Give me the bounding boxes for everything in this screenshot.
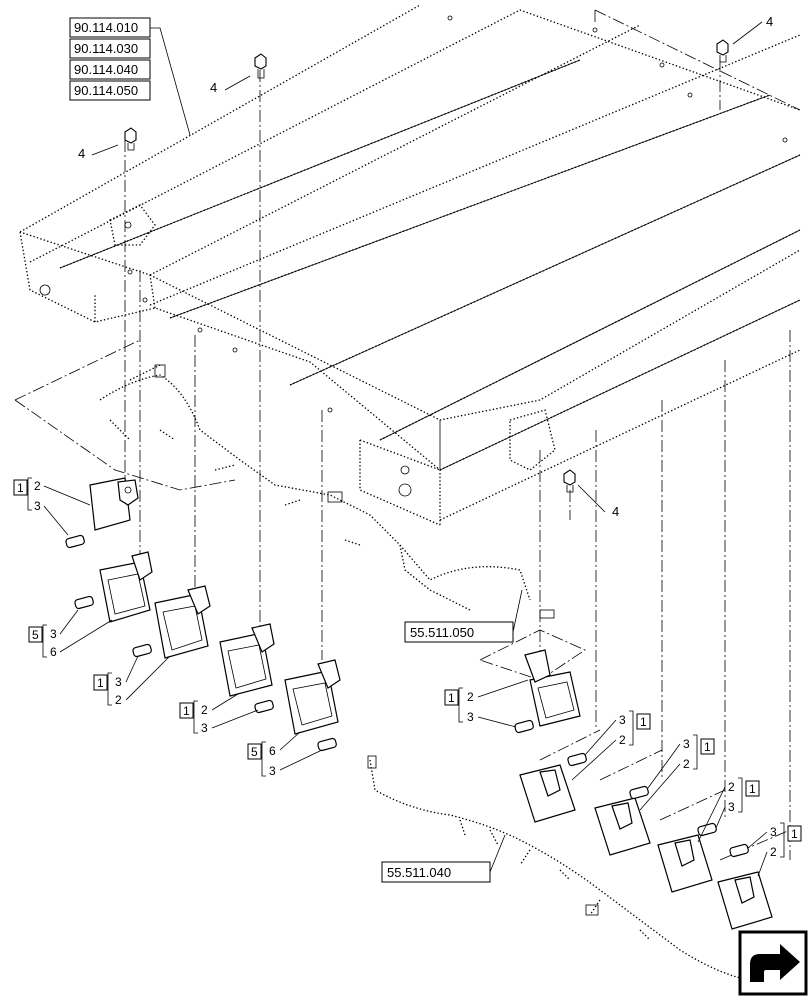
group-6-item-b: 3 bbox=[467, 710, 474, 724]
lamp-right-4 bbox=[657, 822, 717, 893]
callout-group-9: 2 3 1 bbox=[697, 777, 760, 843]
frame-ref-2: 90.114.030 bbox=[74, 41, 138, 56]
group-8-item-a: 3 bbox=[683, 737, 690, 751]
callout-bolt-c: 4 bbox=[766, 14, 773, 29]
group-3-box: 1 bbox=[97, 676, 104, 690]
callout-group-6: 1 2 3 bbox=[444, 679, 529, 728]
callout-group-8: 3 2 1 bbox=[639, 734, 715, 811]
group-5-item-a: 6 bbox=[269, 744, 276, 758]
bolt-c: 4 bbox=[716, 14, 773, 63]
callout-bolt-d: 4 bbox=[612, 504, 619, 519]
group-10-item-b: 2 bbox=[770, 845, 777, 859]
group-2-item-b: 6 bbox=[50, 645, 57, 659]
callout-group-3: 1 3 2 bbox=[93, 655, 171, 707]
harness-lower-label: 55.511.040 bbox=[387, 865, 451, 880]
alignment-lines bbox=[14, 9, 801, 861]
group-6-item-a: 2 bbox=[467, 690, 474, 704]
frame-reference-stack: 90.114.010 90.114.030 90.114.040 90.114.… bbox=[69, 17, 191, 136]
lamp-left-1 bbox=[65, 477, 139, 549]
harness-upper-label: 55.511.050 bbox=[410, 625, 474, 640]
group-8-item-b: 2 bbox=[683, 757, 690, 771]
group-3-item-a: 3 bbox=[115, 675, 122, 689]
callout-group-5: 5 6 3 bbox=[247, 731, 323, 778]
lamp-right-2 bbox=[519, 752, 587, 823]
group-10-box: 1 bbox=[791, 827, 798, 841]
group-10-item-a: 3 bbox=[770, 825, 777, 839]
group-4-box: 1 bbox=[183, 704, 190, 718]
group-2-box: 5 bbox=[32, 628, 39, 642]
bolt-group: 4 4 4 4 bbox=[78, 14, 773, 519]
bolt-a: 4 bbox=[78, 127, 137, 161]
group-1-box: 1 bbox=[17, 481, 24, 495]
wiring-harness-upper bbox=[99, 364, 555, 619]
group-3-item-b: 2 bbox=[115, 693, 122, 707]
callout-bolt-b: 4 bbox=[210, 80, 217, 95]
callout-bolt-a: 4 bbox=[78, 146, 85, 161]
group-8-box: 1 bbox=[704, 740, 711, 754]
bolt-b: 4 bbox=[210, 53, 267, 95]
lamp-left-2 bbox=[74, 551, 153, 623]
group-2-item-a: 3 bbox=[50, 627, 57, 641]
frame-ref-4: 90.114.050 bbox=[74, 83, 138, 98]
group-9-item-b: 3 bbox=[728, 800, 735, 814]
group-9-box: 1 bbox=[749, 782, 756, 796]
wiring-harness-lower bbox=[367, 755, 751, 981]
roof-panel bbox=[19, 4, 801, 526]
lamp-right-5 bbox=[717, 843, 773, 930]
group-5-item-b: 3 bbox=[269, 764, 276, 778]
group-4-item-b: 3 bbox=[201, 721, 208, 735]
group-6-box: 1 bbox=[448, 691, 455, 705]
bolt-d: 4 bbox=[563, 469, 619, 519]
group-5-box: 5 bbox=[251, 745, 258, 759]
group-1-item-b: 3 bbox=[34, 499, 41, 513]
callout-group-10: 3 2 1 bbox=[747, 822, 802, 877]
group-7-item-a: 3 bbox=[619, 713, 626, 727]
lamp-left-5 bbox=[284, 659, 341, 752]
callout-group-1: 1 2 3 bbox=[13, 477, 91, 536]
frame-ref-1: 90.114.010 bbox=[74, 20, 138, 35]
group-7-item-b: 2 bbox=[619, 733, 626, 747]
group-1-item-a: 2 bbox=[34, 479, 41, 493]
group-7-box: 1 bbox=[640, 715, 647, 729]
callout-group-2: 5 3 6 bbox=[28, 609, 113, 659]
frame-ref-3: 90.114.040 bbox=[74, 62, 138, 77]
lamp-left-4 bbox=[219, 623, 275, 714]
navigation-arrow-icon[interactable] bbox=[738, 930, 808, 996]
group-9-item-a: 2 bbox=[728, 780, 735, 794]
harness-lower-reference: 55.511.040 bbox=[381, 834, 506, 883]
callout-group-4: 1 2 3 bbox=[179, 693, 259, 735]
lamp-left-3 bbox=[132, 585, 211, 659]
lamp-right-1 bbox=[514, 649, 581, 734]
harness-upper-reference: 55.511.050 bbox=[404, 589, 523, 643]
group-4-item-a: 2 bbox=[201, 703, 208, 717]
callout-group-7: 3 2 1 bbox=[571, 710, 651, 781]
lamp-right-3 bbox=[594, 785, 651, 856]
